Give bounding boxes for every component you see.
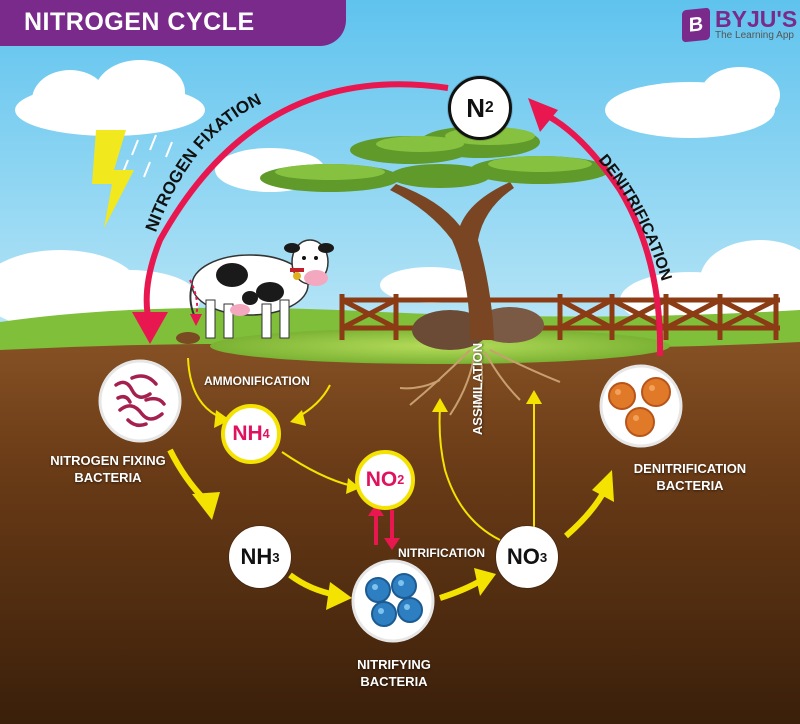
nitrification-label: NITRIFICATION: [398, 546, 486, 560]
page-title: NITROGEN CYCLE: [24, 8, 255, 36]
cycle-arrows: [132, 81, 664, 357]
cow: [189, 239, 334, 339]
nitrification-arrows: [368, 504, 400, 550]
soil-arrowheads: [192, 390, 614, 610]
ammonification-label: AMMONIFICATION: [204, 374, 310, 388]
tree: [260, 126, 610, 340]
nitrogen-fixing-bacteria-label: NITROGEN FIXING BACTERIA: [50, 453, 166, 485]
nitrogen-fixing-bacteria-art: [98, 359, 182, 443]
soil: [0, 322, 800, 724]
brand-mark-icon: B: [682, 7, 710, 43]
assimilation-label: ASSIMILATION: [470, 342, 485, 436]
brand-logo: B BYJU'S The Learning App: [682, 6, 798, 43]
brand-name: BYJU'S: [715, 6, 798, 32]
roots: [399, 349, 561, 416]
denitrification-bacteria-art: [599, 364, 683, 448]
title-banner: NITROGEN CYCLE: [0, 0, 346, 46]
denitrification-bacteria-label: DENITRIFICATION BACTERIA: [633, 461, 747, 493]
brand-tagline: The Learning App: [715, 30, 794, 41]
nitrifying-bacteria-art: [351, 559, 435, 643]
lightning-bolt: [92, 130, 134, 228]
nitrifying-bacteria-label: NITRIFYING BACTERIA: [357, 657, 431, 689]
